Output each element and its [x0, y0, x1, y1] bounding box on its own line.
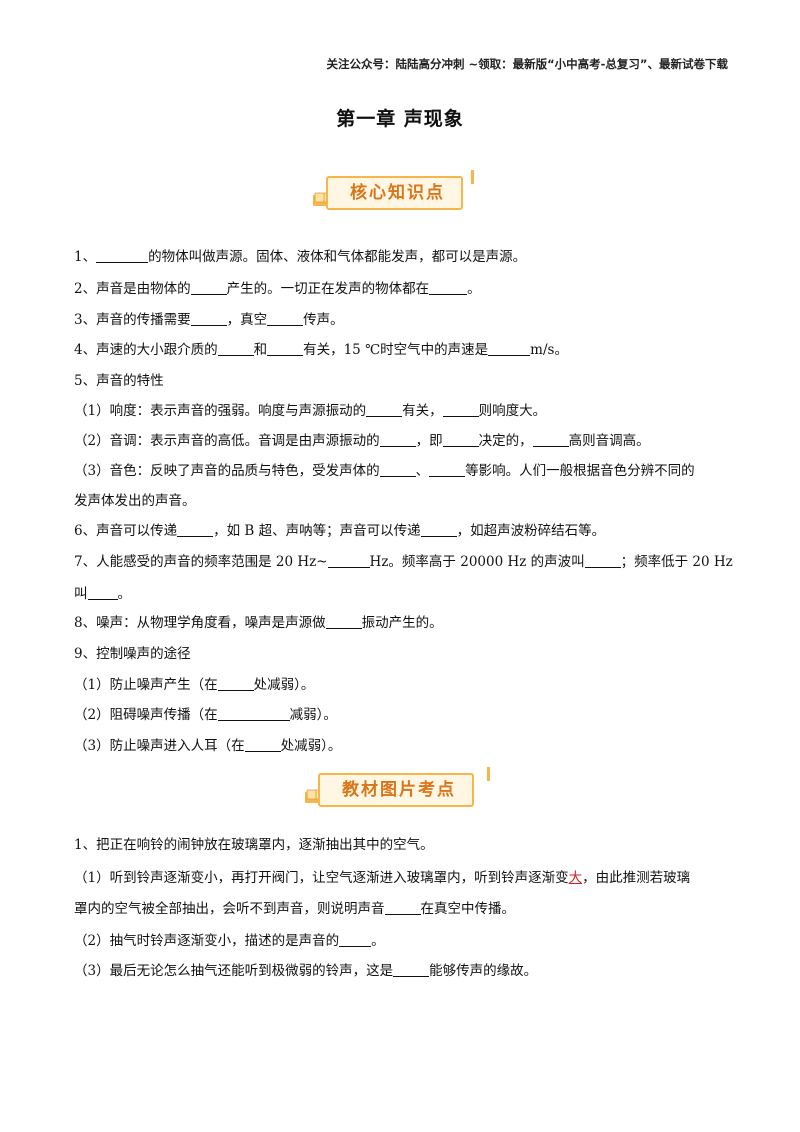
core-banner-label: 核心知识点 [326, 176, 463, 210]
banner-stub [487, 767, 490, 781]
core-item-7-cont: 叫。 [74, 586, 131, 602]
core-item-7: 7、人能感受的声音的频率范围是 20 Hz~Hz。频率高于 20000 Hz 的… [74, 554, 733, 570]
core-item-9: 9、控制噪声的途径 [74, 646, 191, 662]
core-item-6: 6、声音可以传递，如 B 超、声呐等；声音可以传递，如超声波粉碎结石等。 [74, 523, 606, 539]
core-item-3: 3、声音的传播需要，真空传声。 [74, 312, 344, 328]
core-item-9-2: （2）阻碍噪声传播（在减弱）。 [74, 707, 337, 723]
red-answer: 大 [568, 870, 583, 886]
textbook-item-1: 1、把正在响铃的闹钟放在玻璃罩内，逐渐抽出其中的空气。 [74, 837, 434, 853]
header-note: 关注公众号：陆陆高分冲刺 ~领取：最新版“小中高考-总复习”、最新试卷下载 [326, 57, 728, 71]
banner-stub [471, 170, 474, 184]
page-title: 第一章 声现象 [336, 108, 464, 130]
textbook-item-1-1-cont: 罩内的空气被全部抽出，会听不到声音，则说明声音在真空中传播。 [74, 901, 515, 917]
textbook-banner: 教材图片考点 [304, 767, 494, 809]
textbook-item-1-3: （3）最后无论怎么抽气还能听到极微弱的铃声，这是能够传声的缘故。 [74, 963, 538, 979]
core-item-5-3: （3）音色：反映了声音的品质与特色，受发声体的、等影响。人们一般根据音色分辨不同… [74, 463, 695, 479]
core-item-8: 8、噪声：从物理学角度看，噪声是声源做振动产生的。 [74, 615, 443, 631]
core-item-5-2: （2）音调：表示声音的高低。音调是由声源振动的，即决定的，高则音调高。 [74, 433, 650, 449]
core-item-5-1: （1）响度：表示声音的强弱。响度与声源振动的有关，则响度大。 [74, 403, 547, 419]
core-item-5-3-cont: 发声体发出的声音。 [74, 493, 196, 509]
textbook-item-1-1: （1）听到铃声逐渐变小，再打开阀门，让空气逐渐进入玻璃罩内，听到铃声逐渐变大，由… [74, 870, 691, 886]
core-item-5: 5、声音的特性 [74, 373, 164, 389]
core-item-9-1: （1）防止噪声产生（在处减弱）。 [74, 677, 315, 693]
core-item-9-3: （3）防止噪声进入人耳（在处减弱）。 [74, 738, 342, 754]
textbook-banner-label: 教材图片考点 [318, 773, 474, 807]
core-item-1: 1、的物体叫做声源。固体、液体和气体都能发声，都可以是声源。 [74, 249, 527, 265]
core-item-2: 2、声音是由物体的产生的。一切正在发声的物体都在。 [74, 281, 481, 297]
textbook-item-1-2: （2）抽气时铃声逐渐变小，描述的是声音的。 [74, 933, 385, 949]
core-banner: 核心知识点 [312, 170, 482, 212]
